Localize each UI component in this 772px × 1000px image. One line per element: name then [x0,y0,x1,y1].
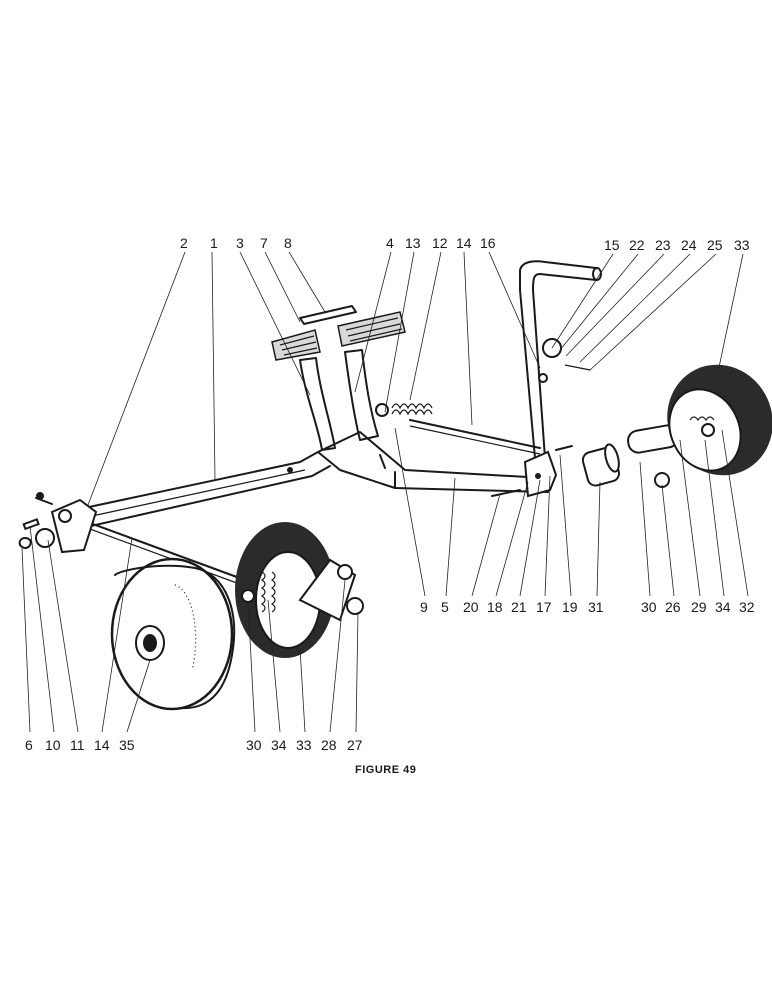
cross-shaft [74,451,331,529]
callout-label: 26 [665,599,681,615]
callout-label: 21 [511,599,527,615]
callouts-top: 2 1 3 7 8 4 13 12 14 16 15 22 23 24 25 3… [180,235,750,253]
right-hub-parts [581,424,679,488]
brake-drum [110,557,236,711]
callout-label: 6 [25,737,33,753]
callout-label: 29 [691,599,707,615]
callout-label: 22 [629,237,645,253]
callout-label: 34 [271,737,287,753]
lever-bracket [491,445,573,498]
callouts-bottom-mid: 30 34 33 28 27 [246,737,363,753]
left-end-parts [18,492,98,554]
callout-label: 9 [420,599,428,615]
callout-label: 30 [641,599,657,615]
callout-label: 31 [588,599,604,615]
return-spring [375,403,433,417]
figure-caption: FIGURE 49 [355,764,416,776]
callout-label: 15 [604,237,620,253]
callout-label: 18 [487,599,503,615]
pedal-bracket [299,349,549,493]
callout-label: 30 [246,737,262,753]
callout-label: 33 [734,237,750,253]
callout-label: 14 [456,235,472,251]
callout-label: 35 [119,737,135,753]
callouts-bottom-left: 6 10 11 14 35 [25,737,135,753]
pull-rod [409,419,541,455]
callout-label: 4 [386,235,394,251]
callout-label: 34 [715,599,731,615]
callout-label: 3 [236,235,244,251]
pedal-pads [271,305,406,361]
left-cam-lever [298,558,364,622]
callout-label: 5 [441,599,449,615]
callout-label: 12 [432,235,448,251]
callout-label: 7 [260,235,268,251]
callout-label: 13 [405,235,421,251]
callout-label: 17 [536,599,552,615]
callout-label: 10 [45,737,61,753]
callout-label: 20 [463,599,479,615]
leader-lines [21,251,749,733]
callout-label: 11 [70,737,85,753]
callout-label: 19 [562,599,578,615]
callout-label: 24 [681,237,697,253]
callout-label: 8 [284,235,292,251]
callout-label: 33 [296,737,312,753]
hand-lever [519,260,602,459]
right-brake-shoe [667,364,772,476]
callout-label: 23 [655,237,671,253]
callout-label: 14 [94,737,110,753]
callout-label: 2 [180,235,188,251]
callout-label: 32 [739,599,755,615]
callout-label: 16 [480,235,496,251]
callouts-right-row: 9 5 20 18 21 17 19 31 30 26 29 34 32 [420,599,755,615]
brake-assembly-drawing [18,260,772,711]
callout-label: 28 [321,737,337,753]
callout-label: 27 [347,737,363,753]
callout-label: 1 [210,235,218,251]
left-brake-shoe [235,522,335,658]
callout-label: 25 [707,237,723,253]
